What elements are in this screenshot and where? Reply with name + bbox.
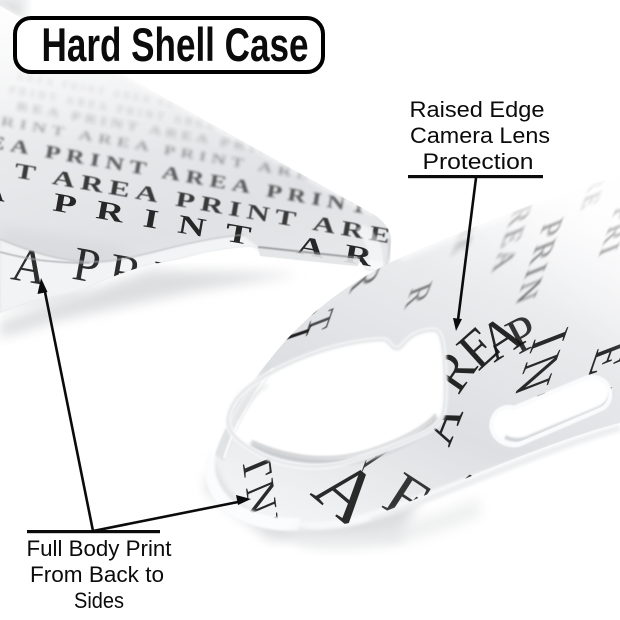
svg-text:Raised Edge: Raised Edge [410, 97, 545, 122]
svg-text:Camera Lens: Camera Lens [410, 123, 550, 148]
svg-text:Full Body Print: Full Body Print [27, 536, 172, 561]
svg-text:Sides: Sides [74, 588, 124, 613]
svg-text:Protection: Protection [423, 149, 534, 174]
svg-text:From Back to: From Back to [30, 562, 164, 587]
svg-text:Hard Shell Case: Hard Shell Case [42, 18, 309, 71]
